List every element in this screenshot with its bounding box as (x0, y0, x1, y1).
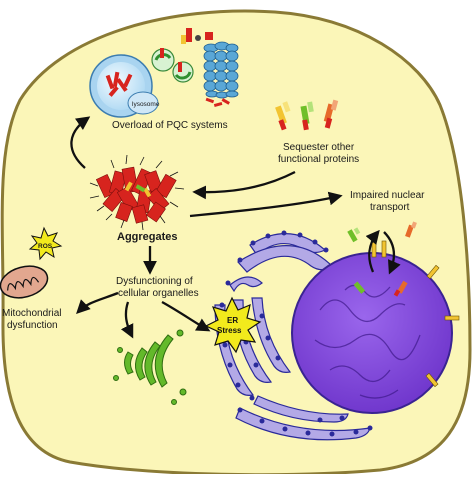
arrow-export-pore (365, 229, 380, 273)
lysosome-label: lysosome (132, 101, 160, 108)
er-stress-label-line2: Stress (217, 326, 242, 335)
mitochondrion (0, 265, 49, 299)
chromatin (314, 284, 421, 399)
arrow-to-er (161, 300, 211, 332)
arrows (70, 116, 401, 339)
dysfunction-label-line1: Dysfunctioning of (116, 276, 193, 287)
nucleus (291, 252, 453, 414)
lysosome-illustration: lysosome (89, 54, 160, 118)
arrow-from-sequester (192, 170, 296, 200)
arrow-import-pore (383, 231, 401, 275)
chaperone-icons (151, 28, 201, 83)
sequestered-proteins-icon (275, 99, 339, 131)
arrow-to-mitochondria (76, 291, 119, 314)
ros-label: ROS (38, 243, 53, 250)
proteasome (203, 32, 239, 107)
lysosome-vesicle (127, 91, 159, 115)
ros-burst: ROS (28, 226, 63, 261)
lysosome-aggregate-icon (105, 71, 133, 97)
er-stress-burst: ER Stress (204, 296, 262, 354)
transported-protein-icons (347, 221, 417, 243)
impaired-transport-label-line1: Impaired nuclear (350, 190, 425, 201)
aggregates-label: Aggregates (117, 231, 178, 243)
overload-label: Overload of PQC systems (112, 120, 228, 131)
sequester-label-line1: Sequester other (283, 142, 355, 153)
impaired-transport-label-line2: transport (370, 202, 410, 213)
dysfunction-label-line2: cellular organelles (118, 288, 199, 299)
mito-label-line2: dysfunction (7, 320, 58, 331)
arrow-to-golgi (120, 301, 134, 339)
arrow-to-pqc (70, 116, 91, 169)
arrow-to-nuclear-transport (189, 191, 343, 218)
er-stress-label-line1: ER (227, 316, 238, 325)
nuclear-pores (371, 240, 460, 388)
mito-label-line1: Mitochondrial (2, 308, 61, 319)
aggregates-illustration (89, 154, 185, 231)
nuclear-protein-icons (353, 280, 408, 297)
sequester-label-line2: functional proteins (278, 154, 359, 165)
golgi-apparatus (113, 329, 187, 405)
